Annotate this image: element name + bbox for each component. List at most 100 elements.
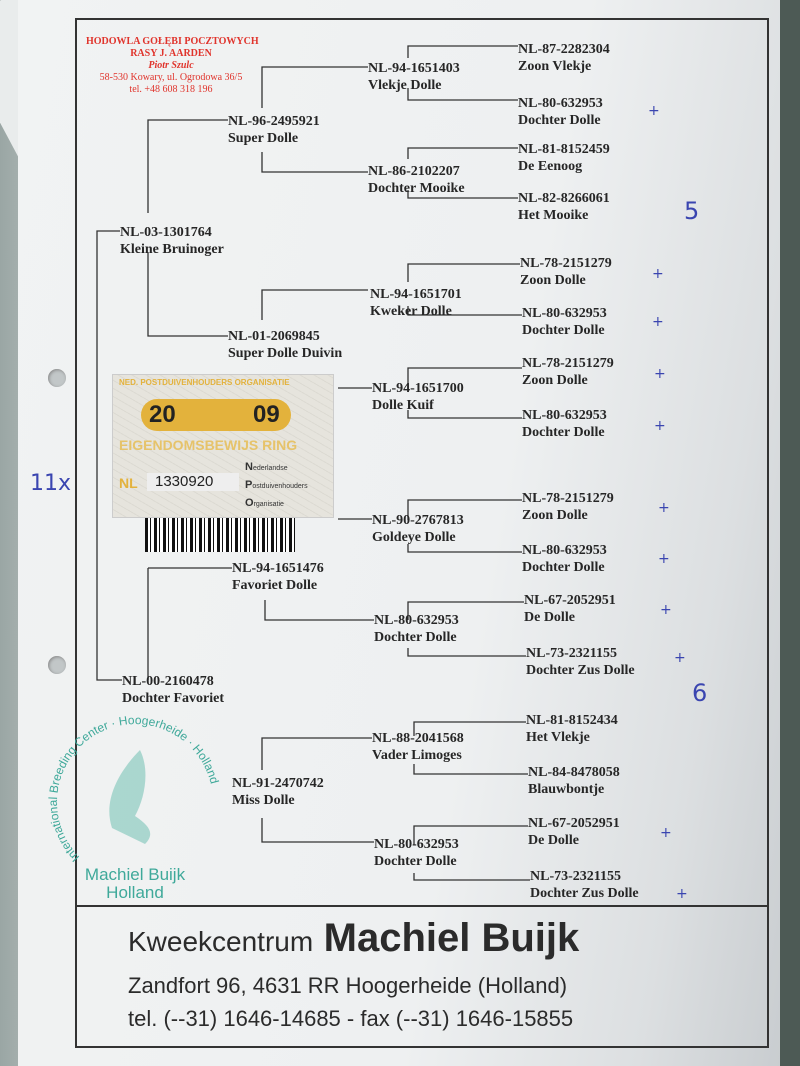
- pigeon-name: Dochter Mooike: [368, 181, 465, 196]
- ring-barcode: [145, 518, 295, 552]
- deceased-cross-mark: +: [674, 650, 686, 666]
- ring-card: NED. POSTDUIVENHOUDERS ORGANISATIE 20 09…: [112, 374, 334, 518]
- ring-id: NL-86-2102207: [368, 164, 460, 179]
- ring-id: NL-78-2151279: [522, 356, 614, 371]
- pedigree-connector: [261, 289, 368, 320]
- ring-id: NL-90-2767813: [372, 513, 464, 528]
- ring-country: NL: [119, 475, 138, 491]
- org-letter: O: [245, 497, 254, 509]
- pedigree-connector: [407, 147, 518, 159]
- pedigree-connector: [407, 499, 522, 520]
- ring-id: NL-84-8478058: [528, 765, 620, 780]
- stamp-line: HODOWLA GOŁĘBI POCZTOWYCH: [86, 36, 259, 47]
- ring-id: NL-81-8152434: [526, 713, 618, 728]
- pigeon-name: Kleine Bruinoger: [120, 242, 224, 257]
- pigeon-name: Het Mooike: [518, 208, 589, 223]
- pigeon-name: Dolle Kuif: [372, 398, 434, 413]
- pigeon-name: Dochter Dolle: [522, 560, 605, 575]
- pigeon-name: De Dolle: [528, 833, 579, 848]
- punch-hole: [48, 656, 66, 674]
- pigeon-name: Vlekje Dolle: [368, 78, 442, 93]
- pigeon-name: De Dolle: [524, 610, 575, 625]
- pedigree-connector: [413, 873, 530, 881]
- org-letter: N: [245, 461, 253, 473]
- stamp-line: RASY J. AARDEN: [130, 48, 212, 59]
- pigeon-name: Dochter Dolle: [374, 854, 457, 869]
- pigeon-name: Dochter Zus Dolle: [530, 886, 639, 901]
- deceased-cross-mark: +: [648, 103, 660, 119]
- pedigree-connector: [407, 88, 518, 101]
- deceased-cross-mark: +: [676, 886, 688, 902]
- pigeon-name: Dochter Dolle: [518, 113, 601, 128]
- pigeon-name: Dochter Dolle: [374, 630, 457, 645]
- handwritten-six: 6: [692, 679, 708, 707]
- seal-name: Machiel Buijk: [85, 865, 186, 884]
- ring-id: NL-96-2495921: [228, 114, 320, 129]
- stamp-line: Piotr Szulc: [148, 60, 194, 71]
- ring-id: NL-80-632953: [374, 837, 459, 852]
- pigeon-name: Kweker Dolle: [370, 304, 452, 319]
- pigeon-name: De Eenoog: [518, 159, 583, 174]
- page-frame: [75, 18, 769, 1048]
- pigeon-name: Zoon Dolle: [522, 508, 588, 523]
- footer-contact: tel. (--31) 1646-14685 - fax (--31) 1646…: [128, 1006, 574, 1031]
- pedigree-node: NL-81-8152459 De Eenoog: [518, 141, 610, 175]
- pigeon-name: Miss Dolle: [232, 793, 295, 808]
- ring-id: NL-01-2069845: [228, 329, 320, 344]
- ring-id: NL-73-2321155: [526, 646, 617, 661]
- pedigree-connector: [407, 648, 526, 657]
- ring-id: NL-94-1651403: [368, 61, 460, 76]
- pigeon-name: Dochter Zus Dolle: [526, 663, 635, 678]
- ring-id: NL-94-1651700: [372, 381, 464, 396]
- pigeon-name: Zoon Dolle: [520, 273, 586, 288]
- footer-prefix: Kweekcentrum: [128, 926, 314, 957]
- deceased-cross-mark: +: [654, 366, 666, 382]
- pedigree-connector: [407, 263, 520, 282]
- ring-id: NL-80-632953: [522, 408, 607, 423]
- pedigree-connector: [261, 737, 372, 770]
- ring-id: NL-91-2470742: [232, 776, 324, 791]
- org-word: ostduivenhouders: [252, 483, 308, 490]
- pedigree-connector: [413, 764, 528, 775]
- pedigree-connector: [413, 825, 528, 845]
- seal-country: Holland: [106, 883, 164, 902]
- pedigree-connector: [147, 119, 228, 213]
- ring-id: NL-87-2282304: [518, 42, 610, 57]
- breeder-stamp: HODOWLA GOŁĘBI POCZTOWYCH RASY J. AARDEN…: [86, 36, 259, 96]
- ring-id: NL-94-1651701: [370, 287, 462, 302]
- pigeon-name: Het Vlekje: [526, 730, 590, 745]
- ring-id: NL-82-8266061: [518, 191, 610, 206]
- pigeon-name: Dochter Dolle: [522, 425, 605, 440]
- stamp-line: 58-530 Kowary, ul. Ogrodowa 36/5: [99, 72, 243, 83]
- pedigree-connector: [407, 367, 522, 390]
- pigeon-name: Zoon Vlekje: [518, 59, 592, 74]
- ring-id: NL-80-632953: [518, 96, 603, 111]
- pedigree-connector: [96, 230, 122, 681]
- ring-number: 1330920: [147, 473, 239, 491]
- breeding-center-seal: International Breeding Center · Hoogerhe…: [46, 713, 222, 902]
- org-letter: P: [245, 479, 253, 491]
- pedigree-connector: [407, 544, 522, 553]
- ring-year-left: 20: [149, 401, 176, 428]
- footer-name: Machiel Buijk: [323, 916, 580, 960]
- ring-id: NL-81-8152459: [518, 142, 610, 157]
